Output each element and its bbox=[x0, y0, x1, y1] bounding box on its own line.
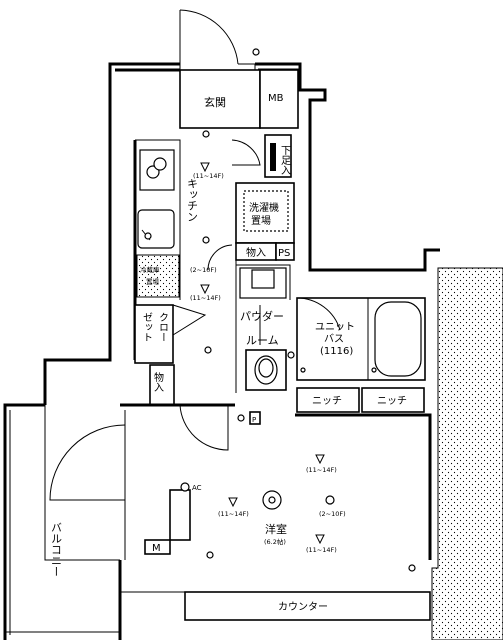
closet bbox=[134, 304, 207, 364]
label-ps: PS bbox=[278, 248, 290, 259]
label-light-range-5: (2~10F) bbox=[319, 510, 346, 518]
western-room bbox=[120, 403, 432, 560]
kitchen-area bbox=[133, 139, 181, 360]
label-storage-top: 物入 bbox=[246, 246, 266, 259]
entrance-door bbox=[179, 9, 260, 65]
label-washer-1: 洗濯機 bbox=[249, 201, 279, 214]
light-fixtures bbox=[180, 130, 416, 572]
label-western-size: (6.2帖) bbox=[264, 537, 286, 546]
label-m-box: M bbox=[152, 543, 161, 554]
label-niche-1: ニッチ bbox=[312, 395, 342, 407]
label-closet-2: ゼット bbox=[141, 312, 153, 342]
label-mb: MB bbox=[268, 93, 284, 104]
genkan-area bbox=[179, 69, 299, 129]
counter bbox=[120, 591, 431, 621]
label-powder-2: ルーム bbox=[246, 334, 279, 347]
label-light-range-3: (11~14F) bbox=[190, 294, 221, 302]
label-counter: カウンター bbox=[278, 601, 328, 613]
washer-block bbox=[235, 182, 295, 261]
balcony-left bbox=[3, 403, 122, 640]
label-washer-2: 置場 bbox=[251, 214, 271, 227]
storage-mid bbox=[149, 364, 175, 406]
label-western-room: 洋室 bbox=[265, 522, 287, 536]
label-unitbath-size: (1116) bbox=[320, 346, 353, 357]
light-markers bbox=[200, 162, 335, 545]
label-fridge-2: 置場 bbox=[146, 277, 160, 286]
exterior-walls bbox=[43, 62, 440, 405]
unit-bath bbox=[296, 297, 426, 381]
balcony-door bbox=[49, 424, 126, 501]
balcony-hatch-right bbox=[431, 267, 503, 640]
label-genkan: 玄関 bbox=[204, 95, 226, 109]
label-powder-1: パウダー bbox=[240, 309, 284, 323]
label-light-range-6: (11~14F) bbox=[218, 510, 249, 518]
shoebox bbox=[264, 134, 292, 178]
label-closet-1: クロー bbox=[157, 312, 168, 342]
powder-room bbox=[235, 260, 291, 393]
label-fridge-1: 冷蔵庫 bbox=[140, 265, 160, 274]
label-unitbath-2: バス bbox=[324, 333, 344, 345]
label-balcony: バルコニー bbox=[50, 522, 63, 577]
label-unitbath-1: ユニット bbox=[315, 322, 355, 333]
label-light-range-1: (11~14F) bbox=[193, 172, 224, 180]
internal-doors bbox=[179, 139, 261, 451]
label-light-range-7: (11~14F) bbox=[306, 546, 337, 554]
fridge-area bbox=[136, 254, 180, 298]
niches bbox=[296, 387, 425, 413]
label-shoebox: 下足入 bbox=[279, 145, 291, 175]
label-light-range-4: (11~14F) bbox=[306, 466, 337, 474]
label-niche-2: ニッチ bbox=[377, 395, 407, 407]
label-storage-mid: 物入 bbox=[152, 371, 164, 392]
label-p-box: P bbox=[252, 416, 256, 424]
label-kitchen: キッチン bbox=[186, 178, 199, 222]
label-light-range-2: (2~10F) bbox=[190, 266, 217, 274]
label-ac: AC bbox=[192, 484, 202, 492]
